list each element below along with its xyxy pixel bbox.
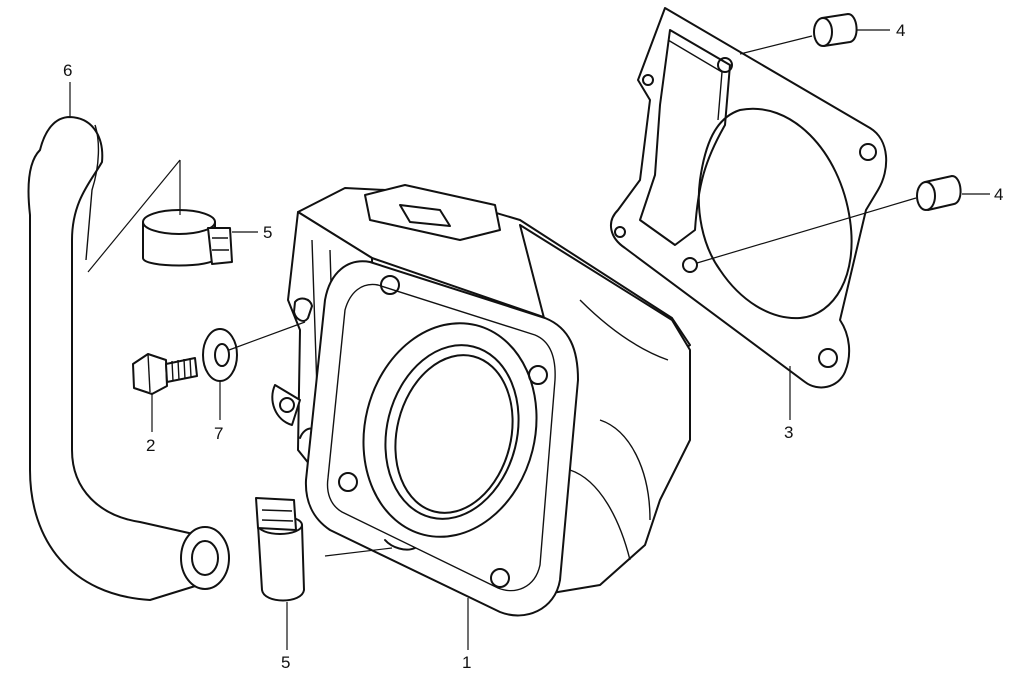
leader-lines [69,29,990,650]
hose-clamp-lower [255,497,305,602]
dowel-pin-lower [916,175,962,211]
cylinder-block [271,184,691,617]
callout-2: 2 [146,436,155,455]
water-hose [27,116,230,601]
callout-5-lower: 5 [281,653,290,672]
washer [202,328,238,382]
callout-4-upper: 4 [896,21,905,40]
callout-3: 3 [784,423,793,442]
callout-4-lower: 4 [994,185,1003,204]
bolt [132,353,198,395]
callout-labels: 1 2 3 4 4 5 5 6 7 [63,21,1003,672]
callout-7: 7 [214,424,223,443]
cylinder-gasket [609,7,888,389]
callout-5-upper: 5 [263,223,272,242]
callout-1: 1 [462,653,471,672]
hose-clamp-upper [142,209,233,267]
callout-6: 6 [63,61,72,80]
dowel-pin-upper [813,13,858,47]
